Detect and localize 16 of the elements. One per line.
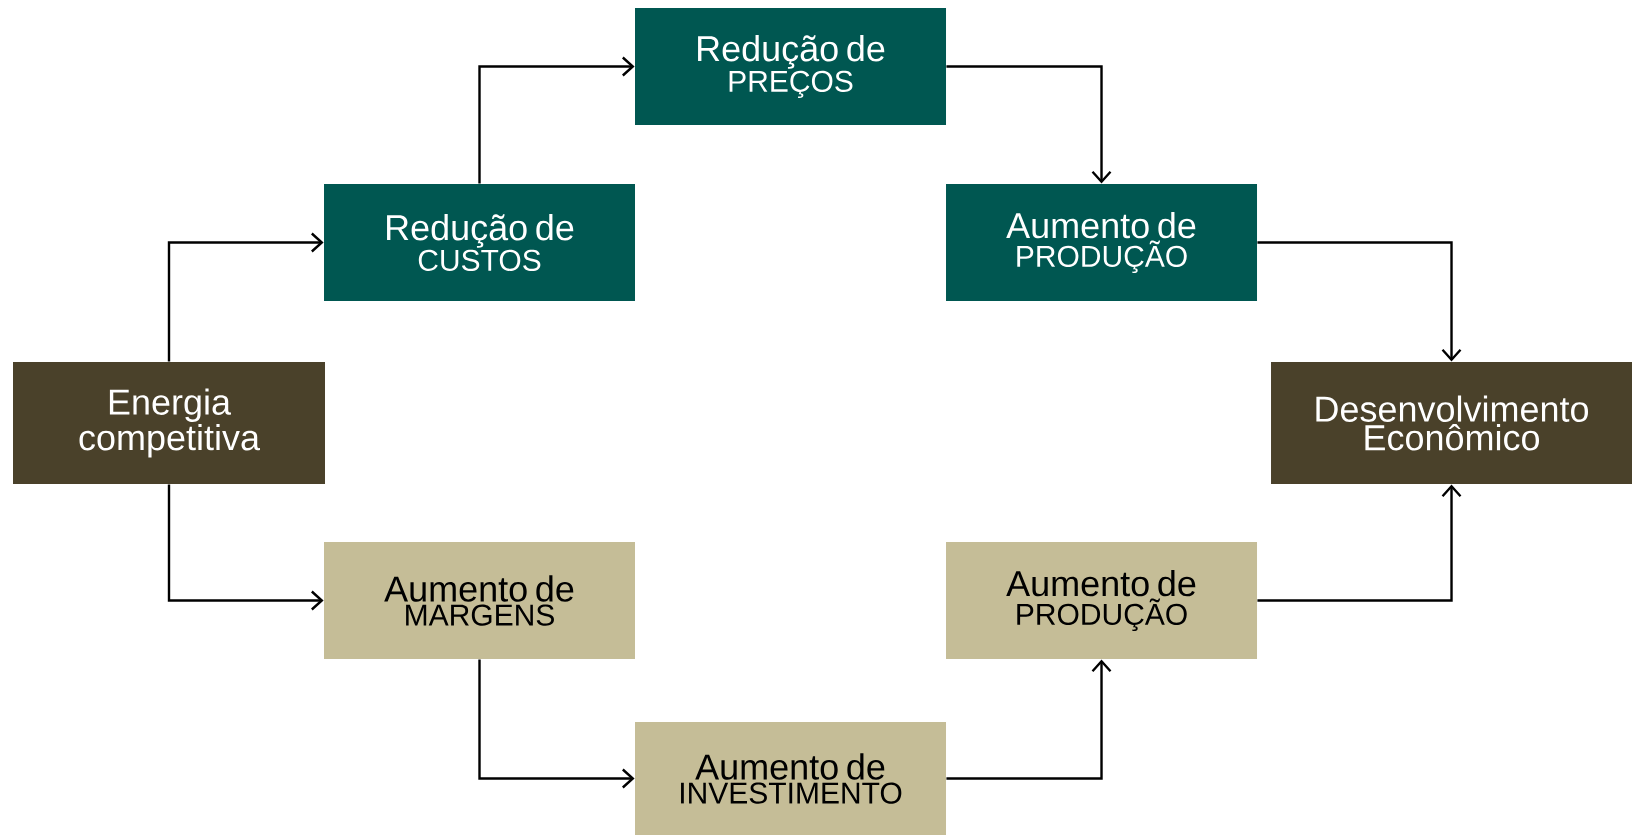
process-box: Aumento de PRODUÇÃO — [946, 542, 1257, 659]
arrow — [1257, 241, 1462, 362]
process-box: Aumento de INVESTIMENTO — [635, 722, 946, 835]
process-box: Aumento de PRODUÇÃO — [946, 184, 1257, 301]
arrow — [478, 659, 635, 789]
arrow — [167, 484, 324, 611]
process-box: Desenvolvimento Econômico — [1271, 362, 1632, 484]
arrow — [946, 65, 1112, 184]
process-box: Energia competitiva — [13, 362, 325, 484]
process-box: Redução de CUSTOS — [324, 184, 635, 301]
process-box: Redução de PREÇOS — [635, 8, 946, 125]
arrow — [478, 56, 635, 184]
arrow — [946, 659, 1112, 780]
arrow — [167, 232, 324, 362]
arrow — [1257, 484, 1462, 602]
process-box: Aumento de MARGENS — [324, 542, 635, 659]
